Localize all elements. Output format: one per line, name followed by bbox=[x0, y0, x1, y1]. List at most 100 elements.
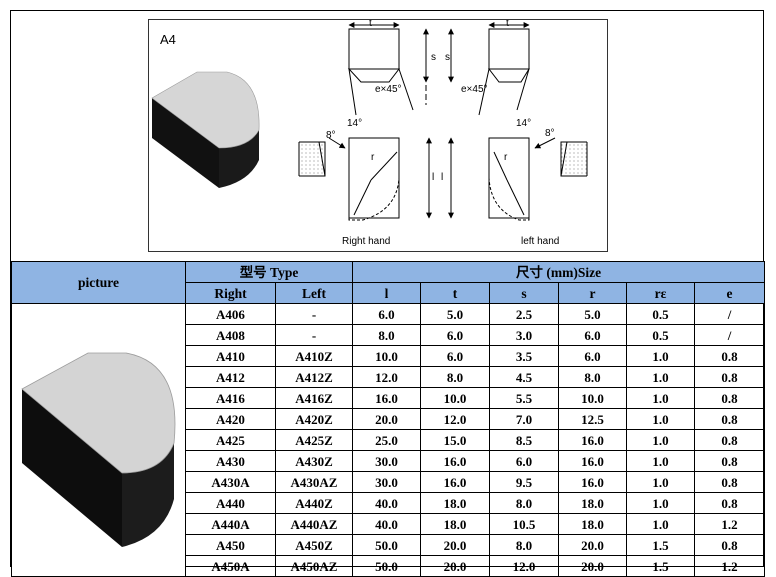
cell-left: A430AZ bbox=[274, 471, 354, 493]
cell-re: 0.5 bbox=[626, 324, 696, 346]
cell-right: A430A bbox=[185, 471, 276, 493]
cell-e: 0.8 bbox=[694, 429, 766, 451]
dim-l-left: l bbox=[441, 172, 443, 183]
cell-r: 20.0 bbox=[558, 534, 628, 556]
cell-e: 0.8 bbox=[694, 345, 766, 367]
cell-right: A440 bbox=[185, 492, 276, 514]
cell-s: 3.5 bbox=[489, 345, 560, 367]
cell-re: 1.0 bbox=[626, 366, 696, 388]
cell-t: 6.0 bbox=[420, 345, 491, 367]
cell-e: / bbox=[694, 303, 766, 325]
cell-right: A406 bbox=[185, 303, 276, 325]
dim-r-left: r bbox=[504, 152, 508, 163]
cell-r: 18.0 bbox=[558, 492, 628, 514]
cell-right: A450A bbox=[185, 555, 276, 577]
dim-l-right: l bbox=[432, 172, 434, 183]
cell-l: 10.0 bbox=[352, 345, 422, 367]
cell-right: A440A bbox=[185, 513, 276, 535]
cell-t: 10.0 bbox=[420, 387, 491, 409]
cell-e: 1.2 bbox=[694, 555, 766, 577]
cell-s: 8.0 bbox=[489, 534, 560, 556]
cell-s: 5.5 bbox=[489, 387, 560, 409]
dim-r-right: r bbox=[371, 152, 375, 163]
cell-r: 5.0 bbox=[558, 303, 628, 325]
technical-drawing: A4 bbox=[148, 19, 608, 252]
cell-t: 16.0 bbox=[420, 471, 491, 493]
cell-l: 40.0 bbox=[352, 492, 422, 514]
cell-t: 20.0 bbox=[420, 555, 491, 577]
cell-s: 2.5 bbox=[489, 303, 560, 325]
cell-left: - bbox=[274, 324, 354, 346]
insert-3d-image bbox=[151, 71, 260, 188]
right-hand-label: Right hand bbox=[342, 236, 390, 247]
cell-right: A425 bbox=[185, 429, 276, 451]
picture-header: picture bbox=[11, 261, 186, 304]
cell-re: 1.0 bbox=[626, 429, 696, 451]
cell-right: A430 bbox=[185, 450, 276, 472]
cell-right: A450 bbox=[185, 534, 276, 556]
cell-right: A416 bbox=[185, 387, 276, 409]
cell-re: 1.0 bbox=[626, 471, 696, 493]
cell-t: 12.0 bbox=[420, 408, 491, 430]
cell-e: 0.8 bbox=[694, 387, 766, 409]
drawing-model-label: A4 bbox=[160, 32, 176, 47]
cell-s: 7.0 bbox=[489, 408, 560, 430]
cell-l: 12.0 bbox=[352, 366, 422, 388]
cell-r: 16.0 bbox=[558, 450, 628, 472]
cell-l: 6.0 bbox=[352, 303, 422, 325]
left-hand-label: left hand bbox=[521, 236, 559, 247]
col-header-right: Right bbox=[185, 282, 276, 304]
cell-s: 6.0 bbox=[489, 450, 560, 472]
cell-l: 50.0 bbox=[352, 534, 422, 556]
cell-re: 1.5 bbox=[626, 534, 696, 556]
cell-s: 12.0 bbox=[489, 555, 560, 577]
angle-14-left: 14° bbox=[516, 118, 531, 129]
cell-e: 0.8 bbox=[694, 366, 766, 388]
cell-re: 1.0 bbox=[626, 492, 696, 514]
cell-re: 1.5 bbox=[626, 555, 696, 577]
cell-left: A416Z bbox=[274, 387, 354, 409]
cell-r: 10.0 bbox=[558, 387, 628, 409]
dim-t-right: t bbox=[369, 20, 372, 29]
cell-e: 0.8 bbox=[694, 471, 766, 493]
cell-r: 18.0 bbox=[558, 513, 628, 535]
cell-left: - bbox=[274, 303, 354, 325]
cell-r: 12.5 bbox=[558, 408, 628, 430]
cell-e: / bbox=[694, 324, 766, 346]
cell-left: A440Z bbox=[274, 492, 354, 514]
cell-re: 1.0 bbox=[626, 387, 696, 409]
angle-8-left: 8° bbox=[545, 128, 555, 139]
cell-r: 16.0 bbox=[558, 471, 628, 493]
cell-re: 1.0 bbox=[626, 513, 696, 535]
cell-right: A408 bbox=[185, 324, 276, 346]
type-header: 型号 Type bbox=[184, 261, 354, 283]
col-header-t: t bbox=[420, 282, 491, 304]
cell-l: 20.0 bbox=[352, 408, 422, 430]
cell-t: 16.0 bbox=[420, 450, 491, 472]
cell-s: 9.5 bbox=[489, 471, 560, 493]
left-hand-drawing bbox=[448, 22, 588, 221]
cell-e: 0.8 bbox=[694, 492, 766, 514]
cell-left: A412Z bbox=[274, 366, 354, 388]
cell-t: 20.0 bbox=[420, 534, 491, 556]
cell-t: 15.0 bbox=[420, 429, 491, 451]
cell-right: A412 bbox=[185, 366, 276, 388]
cell-r: 8.0 bbox=[558, 366, 628, 388]
angle-14-right: 14° bbox=[347, 118, 362, 129]
cell-l: 30.0 bbox=[352, 471, 422, 493]
cell-s: 4.5 bbox=[489, 366, 560, 388]
right-hand-drawing bbox=[298, 22, 432, 221]
cell-l: 16.0 bbox=[352, 387, 422, 409]
cell-l: 8.0 bbox=[352, 324, 422, 346]
cell-e: 0.8 bbox=[694, 450, 766, 472]
dim-t-left: t bbox=[506, 20, 509, 29]
cell-l: 25.0 bbox=[352, 429, 422, 451]
cell-right: A410 bbox=[185, 345, 276, 367]
col-header-r: r bbox=[558, 282, 628, 304]
cell-l: 30.0 bbox=[352, 450, 422, 472]
cell-s: 8.0 bbox=[489, 492, 560, 514]
cell-t: 18.0 bbox=[420, 492, 491, 514]
